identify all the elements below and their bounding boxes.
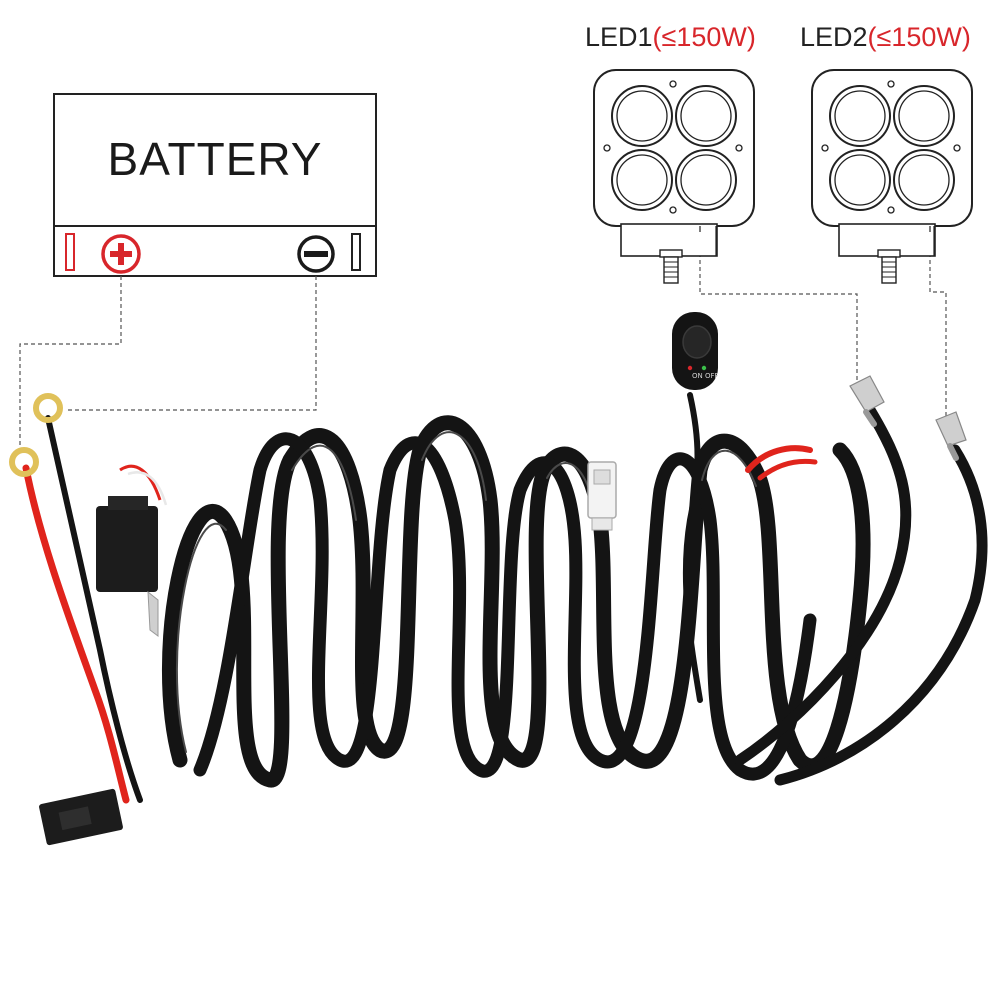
battery-label: BATTERY bbox=[107, 133, 323, 185]
wire-harness bbox=[161, 392, 988, 788]
led2-light bbox=[811, 69, 973, 284]
led2-rating: (≤150W) bbox=[867, 22, 971, 52]
rocker-switch bbox=[672, 312, 718, 390]
mounting-bolt bbox=[659, 249, 683, 284]
connector-plug bbox=[587, 461, 617, 531]
plus-circle-icon bbox=[101, 234, 141, 274]
led1-name: LED1 bbox=[585, 22, 653, 52]
power-leads bbox=[22, 415, 818, 804]
led2-name: LED2 bbox=[800, 22, 868, 52]
negative-terminal-bar bbox=[351, 233, 361, 271]
battery bbox=[53, 93, 377, 277]
led1-rating: (≤150W) bbox=[652, 22, 756, 52]
led1-label: LED1(≤150W) bbox=[585, 22, 756, 53]
mounting-bolt bbox=[877, 249, 901, 284]
positive-terminal-bar bbox=[65, 233, 75, 271]
relay bbox=[96, 464, 168, 637]
connection-guides bbox=[19, 232, 947, 452]
indicator-led-icon bbox=[687, 365, 693, 371]
switch-marking: ON OFF bbox=[692, 372, 719, 380]
ring-terminal-icon bbox=[9, 393, 63, 477]
led2-label: LED2(≤150W) bbox=[800, 22, 971, 53]
minus-circle-icon bbox=[297, 235, 335, 273]
fuse-holder bbox=[39, 788, 123, 846]
led1-light bbox=[593, 69, 755, 284]
spade-terminal-icon bbox=[849, 375, 967, 461]
